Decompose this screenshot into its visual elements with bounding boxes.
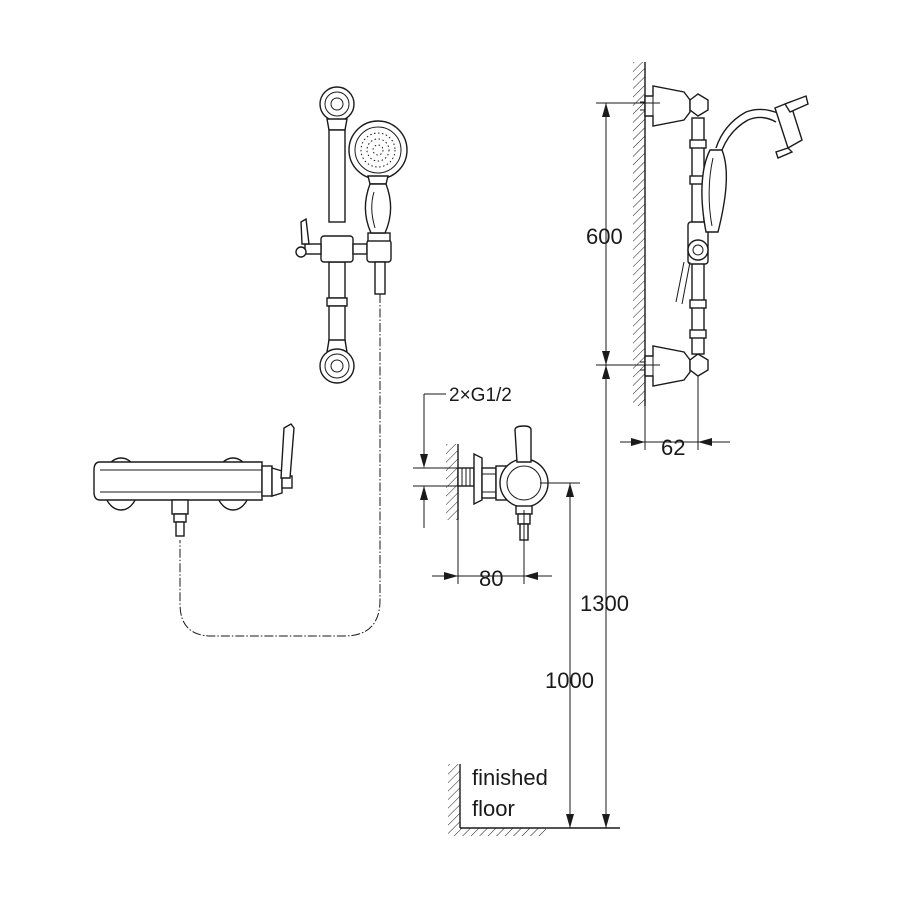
bottom-bracket bbox=[319, 339, 355, 384]
wall-hatch-rail bbox=[633, 62, 645, 406]
label-floor-line1: finished bbox=[472, 765, 548, 790]
top-bracket bbox=[319, 86, 355, 131]
side-lever bbox=[514, 425, 532, 463]
dimension-1000 bbox=[540, 482, 580, 828]
mixer-outlet bbox=[171, 499, 189, 515]
label-600: 600 bbox=[586, 224, 623, 249]
side-view-slide-rail bbox=[633, 62, 809, 406]
dimension-connection bbox=[413, 393, 458, 528]
dimension-80 bbox=[432, 510, 552, 584]
label-floor-line2: floor bbox=[472, 796, 515, 821]
hand-shower-side bbox=[701, 149, 728, 233]
slider-lever bbox=[300, 217, 310, 245]
finished-floor bbox=[448, 764, 620, 836]
hand-shower-front bbox=[348, 120, 408, 234]
dimension-62 bbox=[620, 376, 730, 450]
label-1000: 1000 bbox=[545, 668, 594, 693]
rail-tube-lower bbox=[328, 261, 346, 299]
front-view-mixer bbox=[93, 423, 295, 537]
dimension-1300 bbox=[602, 365, 610, 828]
slider-holder bbox=[295, 217, 392, 295]
wall-hatch-mixer bbox=[446, 444, 458, 520]
label-80: 80 bbox=[479, 566, 503, 591]
rail-tube-upper bbox=[328, 129, 346, 223]
label-62: 62 bbox=[661, 435, 685, 460]
dimension-600 bbox=[596, 102, 660, 366]
label-connection: 2×G1/2 bbox=[449, 385, 512, 406]
hand-shower-handle bbox=[364, 183, 392, 234]
label-1300: 1300 bbox=[580, 591, 629, 616]
mixer-lever bbox=[280, 423, 295, 479]
shower-hose bbox=[179, 294, 381, 637]
side-view-mixer bbox=[446, 425, 549, 541]
mixer-body bbox=[93, 461, 263, 501]
front-view-slide-rail bbox=[295, 86, 408, 384]
